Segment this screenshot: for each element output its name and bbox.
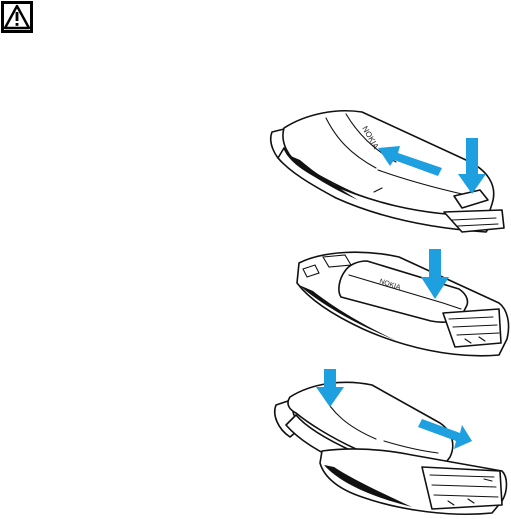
warning-triangle-icon xyxy=(1,1,33,33)
back-cover-removal-illustration: NOKIA xyxy=(266,108,506,240)
battery-removal-illustration: NOKIA xyxy=(293,243,511,364)
back-cover-replacement-illustration xyxy=(272,367,511,519)
